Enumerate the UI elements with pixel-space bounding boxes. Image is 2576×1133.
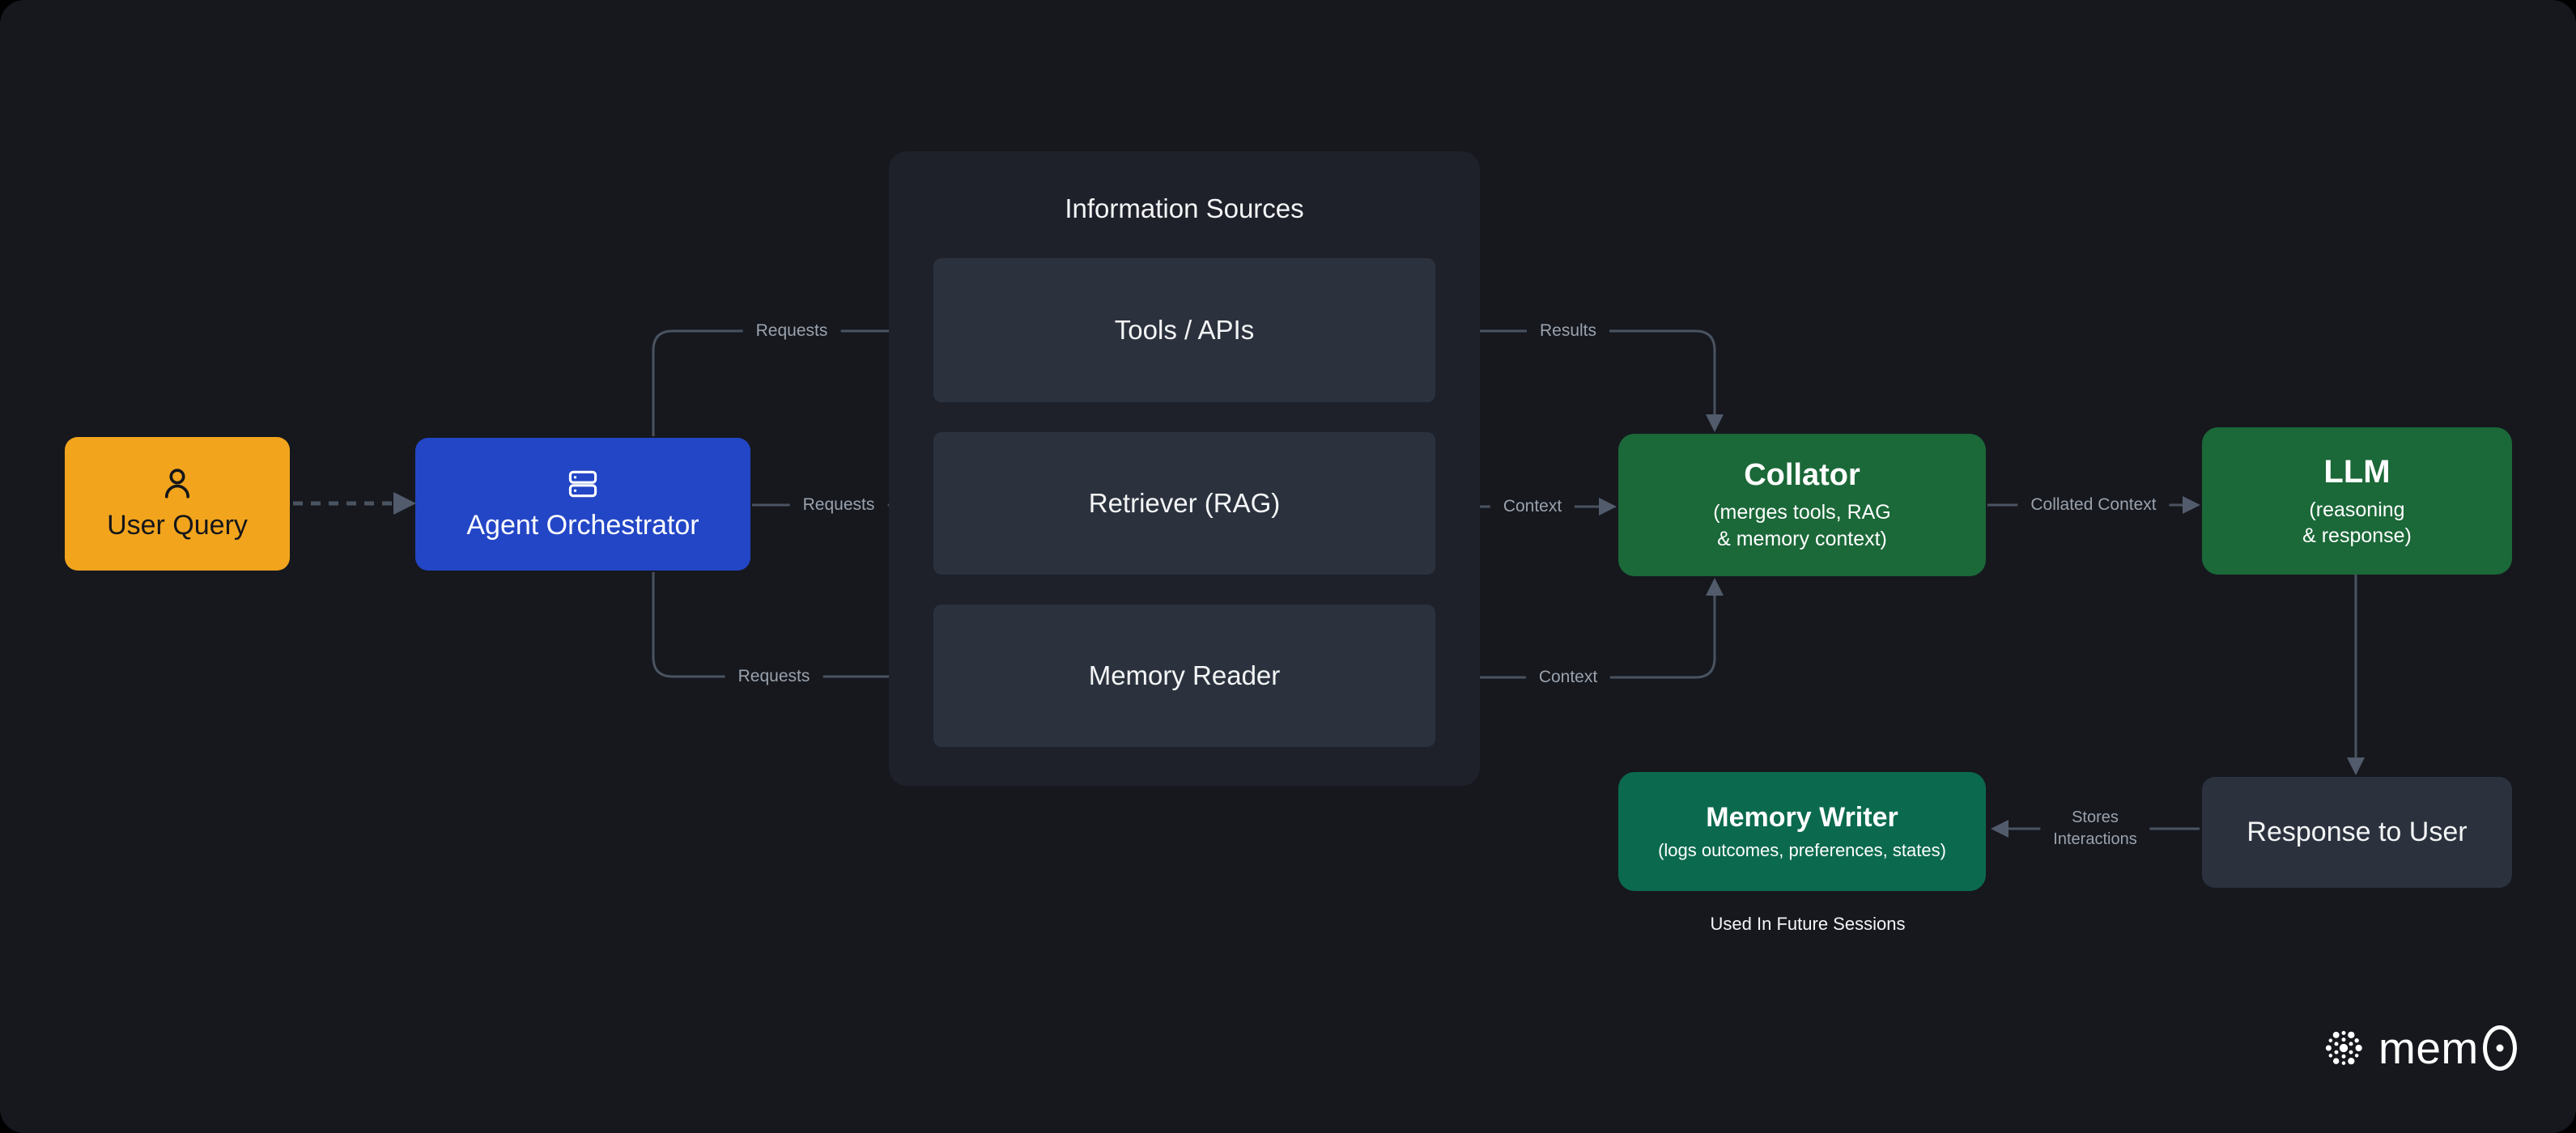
node-memory-reader: Memory Reader bbox=[933, 605, 1435, 747]
mem0-zero-glyph bbox=[2483, 1025, 2517, 1071]
llm-subtitle-line-1: (reasoning bbox=[2302, 497, 2412, 524]
edge-llm-to-response bbox=[2347, 575, 2365, 775]
edge-label-context-bottom: Context bbox=[1526, 664, 1610, 690]
stores-line-1: Stores bbox=[2053, 807, 2136, 829]
node-llm: LLM (reasoning & response) bbox=[2202, 427, 2512, 575]
retriever-rag-label: Retriever (RAG) bbox=[1089, 488, 1281, 519]
mem0-wordmark: mem bbox=[2378, 1022, 2517, 1074]
node-tools-apis: Tools / APIs bbox=[933, 258, 1435, 402]
server-stack-icon bbox=[563, 466, 602, 502]
node-collator: Collator (merges tools, RAG & memory con… bbox=[1618, 434, 1986, 576]
agent-orchestrator-label: Agent Orchestrator bbox=[466, 510, 699, 541]
node-response-to-user: Response to User bbox=[2202, 777, 2512, 888]
collator-title: Collator bbox=[1744, 458, 1860, 494]
response-to-user-label: Response to User bbox=[2247, 817, 2467, 848]
mem0-logo-icon bbox=[2320, 1025, 2367, 1071]
memory-reader-label: Memory Reader bbox=[1089, 660, 1281, 691]
panel-information-sources: Information Sources Tools / APIs Retriev… bbox=[889, 151, 1480, 786]
stores-line-2: Interactions bbox=[2053, 829, 2136, 851]
user-query-label: User Query bbox=[107, 510, 248, 541]
edge-user-to-orchestrator bbox=[293, 492, 416, 515]
node-retriever-rag: Retriever (RAG) bbox=[933, 432, 1435, 575]
memory-writer-title: Memory Writer bbox=[1706, 802, 1898, 834]
edge-label-context-mid: Context bbox=[1490, 494, 1575, 520]
llm-subtitle: (reasoning & response) bbox=[2302, 497, 2412, 550]
edge-label-results: Results bbox=[1527, 318, 1609, 344]
node-memory-writer: Memory Writer (logs outcomes, preference… bbox=[1618, 772, 1986, 891]
edge-label-requests-mid: Requests bbox=[790, 492, 888, 518]
mem0-wordmark-text: mem bbox=[2378, 1022, 2479, 1074]
future-sessions-note: Used In Future Sessions bbox=[1711, 914, 1906, 935]
collator-subtitle: (merges tools, RAG & memory context) bbox=[1713, 499, 1891, 552]
information-sources-title: Information Sources bbox=[889, 193, 1480, 224]
mem0-brand: mem bbox=[2320, 1022, 2517, 1074]
llm-subtitle-line-2: & response) bbox=[2302, 523, 2412, 550]
collator-subtitle-line-1: (merges tools, RAG bbox=[1713, 499, 1891, 526]
user-icon bbox=[159, 466, 195, 502]
memory-writer-subtitle: (logs outcomes, preferences, states) bbox=[1658, 840, 1946, 861]
collator-subtitle-line-2: & memory context) bbox=[1713, 526, 1891, 553]
edge-label-requests-top: Requests bbox=[743, 318, 841, 344]
edge-label-requests-bottom: Requests bbox=[725, 664, 823, 690]
node-agent-orchestrator: Agent Orchestrator bbox=[415, 438, 750, 571]
edge-label-collated-context: Collated Context bbox=[2017, 492, 2169, 518]
edge-label-stores-interactions: Stores Interactions bbox=[2040, 804, 2149, 854]
tools-apis-label: Tools / APIs bbox=[1115, 315, 1254, 346]
llm-title: LLM bbox=[2323, 453, 2390, 490]
node-user-query: User Query bbox=[65, 437, 290, 571]
